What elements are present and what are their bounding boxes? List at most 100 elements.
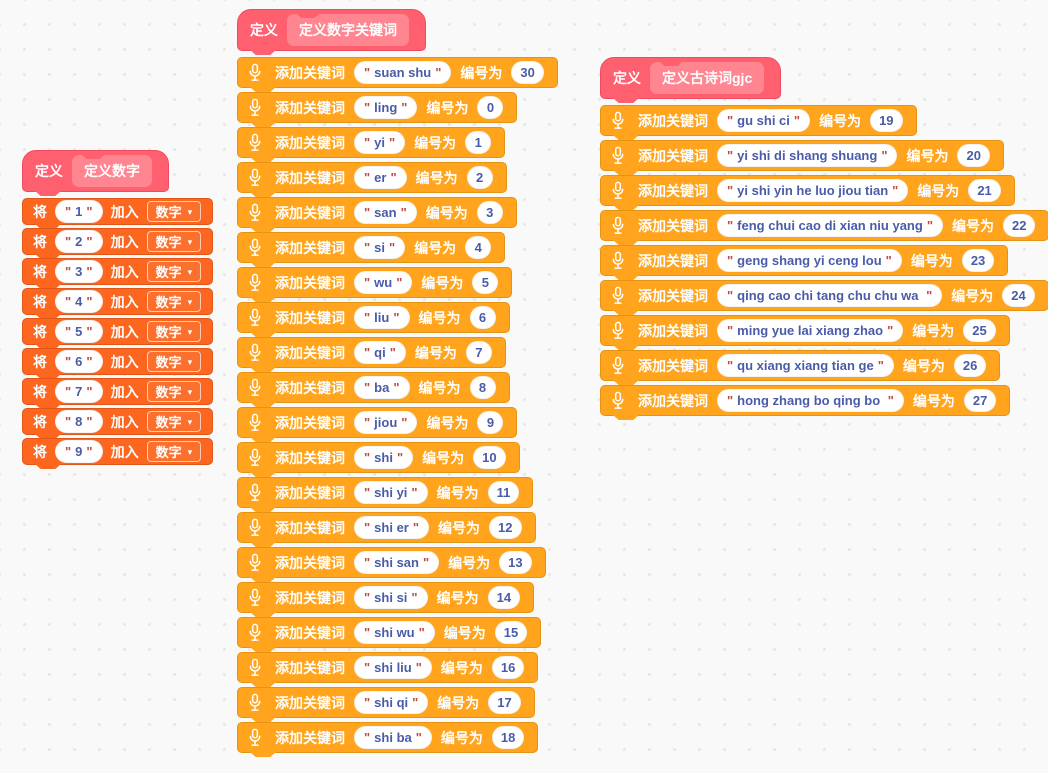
keyword-input[interactable]: "ming yue lai xiang zhao"	[717, 319, 904, 342]
add-keyword-block[interactable]: 添加关键词 "shi san" 编号为 13	[237, 547, 546, 578]
keyword-input[interactable]: "ling"	[354, 96, 418, 119]
number-input[interactable]: 30	[511, 61, 544, 84]
list-dropdown[interactable]: 数字 ▾	[146, 381, 202, 402]
list-add-block[interactable]: 将 "7" 加入 数字 ▾	[22, 378, 214, 405]
number-input[interactable]: 4	[465, 236, 492, 259]
list-add-block[interactable]: 将 "5" 加入 数字 ▾	[22, 318, 214, 345]
list-dropdown[interactable]: 数字 ▾	[146, 441, 202, 462]
number-input[interactable]: 27	[963, 389, 997, 412]
number-input[interactable]: 9	[477, 411, 504, 434]
keyword-input[interactable]: "yi shi yin he luo jiou tian"	[717, 179, 909, 202]
number-input[interactable]: 7	[465, 341, 492, 364]
number-input[interactable]: 2	[466, 166, 493, 189]
add-keyword-block[interactable]: 添加关键词 "er" 编号为 2	[237, 162, 507, 193]
keyword-input[interactable]: "wu"	[354, 271, 413, 294]
number-input[interactable]: 11	[487, 481, 520, 504]
number-input[interactable]: 0	[477, 96, 504, 119]
list-dropdown[interactable]: 数字 ▾	[146, 321, 202, 342]
define-hat-block[interactable]: 定义 定义数字关键词	[237, 9, 426, 51]
number-input[interactable]: 25	[963, 319, 996, 342]
add-keyword-block[interactable]: 添加关键词 "wu" 编号为 5	[237, 267, 513, 298]
add-keyword-block[interactable]: 添加关键词 "ling" 编号为 0	[237, 92, 518, 123]
number-input[interactable]: 12	[489, 516, 522, 539]
number-input[interactable]: 10	[473, 446, 506, 469]
keyword-input[interactable]: "si"	[354, 236, 406, 259]
value-input[interactable]: "7"	[55, 380, 103, 403]
list-add-block[interactable]: 将 "2" 加入 数字 ▾	[22, 228, 214, 255]
add-keyword-block[interactable]: 添加关键词 "qing cao chi tang chu chu wa " 编号…	[600, 280, 1048, 311]
number-input[interactable]: 13	[499, 551, 532, 574]
define-hat-block[interactable]: 定义 定义古诗词gjc	[600, 57, 782, 99]
keyword-input[interactable]: "san"	[354, 201, 417, 224]
number-input[interactable]: 19	[870, 109, 903, 132]
keyword-input[interactable]: "ba"	[354, 376, 410, 399]
keyword-input[interactable]: "geng shang yi ceng lou"	[717, 249, 902, 272]
list-add-block[interactable]: 将 "3" 加入 数字 ▾	[22, 258, 214, 285]
add-keyword-block[interactable]: 添加关键词 "yi shi di shang shuang" 编号为 20	[600, 140, 1004, 171]
list-dropdown[interactable]: 数字 ▾	[146, 411, 202, 432]
number-input[interactable]: 5	[472, 271, 499, 294]
number-input[interactable]: 26	[953, 354, 987, 377]
add-keyword-block[interactable]: 添加关键词 "shi liu" 编号为 16	[237, 652, 539, 683]
add-keyword-block[interactable]: 添加关键词 "shi" 编号为 10	[237, 442, 520, 473]
keyword-input[interactable]: "shi yi"	[354, 481, 428, 504]
number-input[interactable]: 6	[469, 306, 496, 329]
keyword-input[interactable]: "shi er"	[354, 516, 430, 539]
list-add-block[interactable]: 将 "4" 加入 数字 ▾	[22, 288, 214, 315]
add-keyword-block[interactable]: 添加关键词 "qu xiang xiang tian ge" 编号为 26	[600, 350, 1001, 381]
number-input[interactable]: 14	[487, 586, 521, 609]
list-add-block[interactable]: 将 "1" 加入 数字 ▾	[22, 198, 214, 225]
list-dropdown[interactable]: 数字 ▾	[146, 231, 202, 252]
value-input[interactable]: "2"	[55, 230, 103, 253]
keyword-input[interactable]: "hong zhang bo qing bo "	[717, 389, 904, 412]
number-input[interactable]: 15	[494, 621, 528, 644]
add-keyword-block[interactable]: 添加关键词 "gu shi ci" 编号为 19	[600, 105, 917, 136]
add-keyword-block[interactable]: 添加关键词 "shi wu" 编号为 15	[237, 617, 542, 648]
keyword-input[interactable]: "yi shi di shang shuang"	[717, 144, 898, 167]
add-keyword-block[interactable]: 添加关键词 "geng shang yi ceng lou" 编号为 23	[600, 245, 1009, 276]
keyword-input[interactable]: "jiou"	[354, 411, 418, 434]
add-keyword-block[interactable]: 添加关键词 "qi" 编号为 7	[237, 337, 506, 368]
value-input[interactable]: "5"	[55, 320, 103, 343]
value-input[interactable]: "6"	[55, 350, 103, 373]
add-keyword-block[interactable]: 添加关键词 "shi ba" 编号为 18	[237, 722, 539, 753]
add-keyword-block[interactable]: 添加关键词 "suan shu" 编号为 30	[237, 57, 558, 88]
keyword-input[interactable]: "shi liu"	[354, 656, 432, 679]
keyword-input[interactable]: "shi ba"	[354, 726, 432, 749]
number-input[interactable]: 16	[491, 656, 525, 679]
add-keyword-block[interactable]: 添加关键词 "liu" 编号为 6	[237, 302, 510, 333]
keyword-input[interactable]: "qu xiang xiang tian ge"	[717, 354, 894, 377]
value-input[interactable]: "3"	[55, 260, 103, 283]
value-input[interactable]: "4"	[55, 290, 103, 313]
add-keyword-block[interactable]: 添加关键词 "si" 编号为 4	[237, 232, 506, 263]
list-add-block[interactable]: 将 "9" 加入 数字 ▾	[22, 438, 214, 465]
number-input[interactable]: 23	[961, 249, 995, 272]
value-input[interactable]: "8"	[55, 410, 103, 433]
number-input[interactable]: 24	[1002, 284, 1035, 307]
add-keyword-block[interactable]: 添加关键词 "yi" 编号为 1	[237, 127, 506, 158]
list-dropdown[interactable]: 数字 ▾	[146, 351, 202, 372]
keyword-input[interactable]: "qi"	[354, 341, 406, 364]
add-keyword-block[interactable]: 添加关键词 "ming yue lai xiang zhao" 编号为 25	[600, 315, 1010, 346]
keyword-input[interactable]: "shi si"	[354, 586, 428, 609]
keyword-input[interactable]: "suan shu"	[354, 61, 452, 84]
keyword-input[interactable]: "liu"	[354, 306, 410, 329]
add-keyword-block[interactable]: 添加关键词 "hong zhang bo qing bo " 编号为 27	[600, 385, 1011, 416]
list-add-block[interactable]: 将 "6" 加入 数字 ▾	[22, 348, 214, 375]
list-dropdown[interactable]: 数字 ▾	[146, 291, 202, 312]
list-dropdown[interactable]: 数字 ▾	[146, 201, 202, 222]
keyword-input[interactable]: "shi"	[354, 446, 414, 469]
add-keyword-block[interactable]: 添加关键词 "ba" 编号为 8	[237, 372, 510, 403]
keyword-input[interactable]: "er"	[354, 166, 407, 189]
value-input[interactable]: "1"	[55, 200, 103, 223]
number-input[interactable]: 17	[488, 691, 521, 714]
value-input[interactable]: "9"	[55, 440, 103, 463]
number-input[interactable]: 18	[491, 726, 525, 749]
define-hat-block[interactable]: 定义 定义数字	[22, 150, 169, 192]
list-add-block[interactable]: 将 "8" 加入 数字 ▾	[22, 408, 214, 435]
add-keyword-block[interactable]: 添加关键词 "shi yi" 编号为 11	[237, 477, 534, 508]
add-keyword-block[interactable]: 添加关键词 "yi shi yin he luo jiou tian" 编号为 …	[600, 175, 1015, 206]
number-input[interactable]: 22	[1002, 214, 1036, 237]
list-dropdown[interactable]: 数字 ▾	[146, 261, 202, 282]
